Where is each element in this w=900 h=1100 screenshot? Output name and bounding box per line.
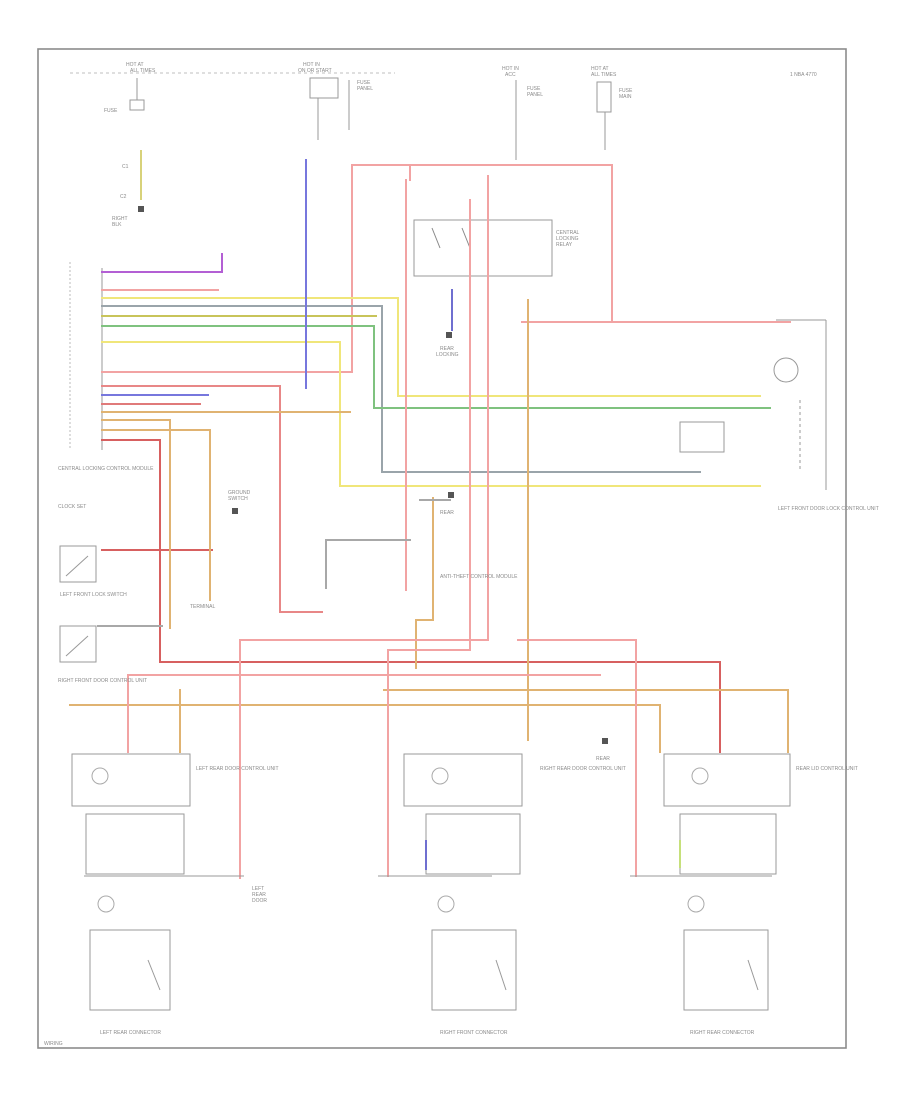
svg-text:RIGHT: RIGHT [112, 216, 128, 222]
svg-text:RELAY: RELAY [556, 242, 573, 248]
svg-text:REAR: REAR [596, 756, 610, 762]
svg-text:PANEL: PANEL [357, 86, 373, 92]
svg-text:HOT AT: HOT AT [126, 62, 144, 68]
svg-text:FUSE: FUSE [357, 80, 371, 86]
svg-text:FUSE: FUSE [619, 88, 633, 94]
svg-text:CLOCK SET: CLOCK SET [58, 504, 86, 510]
wire-harness [69, 159, 791, 879]
bottom-label-left: LEFT REAR CONNECTOR [100, 1030, 161, 1036]
ground-symbol [138, 206, 144, 212]
svg-text:REAR: REAR [440, 346, 454, 352]
svg-text:CENTRAL: CENTRAL [556, 230, 580, 236]
svg-text:LEFT FRONT DOOR LOCK CONTROL U: LEFT FRONT DOOR LOCK CONTROL UNIT [778, 506, 879, 512]
svg-text:DOOR: DOOR [252, 898, 267, 904]
anti-theft-switch: REAR ANTI-THEFT CONTROL MODULE GROUNDSWI… [190, 490, 518, 610]
svg-text:ANTI-THEFT CONTROL MODULE: ANTI-THEFT CONTROL MODULE [440, 574, 518, 580]
svg-text:BLK: BLK [112, 222, 122, 228]
svg-text:ACC: ACC [505, 72, 516, 78]
svg-text:SWITCH: SWITCH [228, 496, 248, 502]
door-module-right: REAR LID CONTROL UNIT [630, 753, 858, 1011]
left-front-door-lock: LEFT FRONT DOOR LOCK CONTROL UNIT [679, 319, 879, 512]
svg-text:REAR: REAR [440, 510, 454, 516]
svg-text:HOT IN: HOT IN [502, 66, 519, 72]
svg-text:HOT AT: HOT AT [591, 66, 609, 72]
svg-text:TERMINAL: TERMINAL [190, 604, 216, 610]
svg-text:REAR LID CONTROL UNIT: REAR LID CONTROL UNIT [796, 766, 858, 772]
svg-text:C2: C2 [120, 194, 127, 200]
svg-text:ALL TIMES: ALL TIMES [130, 68, 156, 74]
left-front-lock-switch: LEFT FRONT LOCK SWITCH RIGHT FRONT DOOR … [58, 545, 147, 684]
svg-text:GROUND: GROUND [228, 490, 251, 496]
bottom-label-center: RIGHT FRONT CONNECTOR [440, 1030, 508, 1036]
corner-code: 1 NBA 4770 [790, 72, 817, 78]
bottom-label-right: RIGHT REAR CONNECTOR [690, 1030, 755, 1036]
svg-text:LEFT REAR DOOR CONTROL UNIT: LEFT REAR DOOR CONTROL UNIT [196, 766, 279, 772]
svg-text:FUSE: FUSE [104, 108, 118, 114]
svg-text:ON OR START: ON OR START [298, 68, 332, 74]
svg-text:REAR: REAR [252, 892, 266, 898]
svg-text:HOT IN: HOT IN [303, 62, 320, 68]
footer-mark: WIRING [44, 1041, 63, 1047]
svg-text:ALL TIMES: ALL TIMES [591, 72, 617, 78]
door-module-center: RIGHT REAR DOOR CONTROL UNIT REAR [378, 738, 626, 1011]
svg-text:C1: C1 [122, 164, 129, 170]
svg-text:PANEL: PANEL [527, 92, 543, 98]
svg-text:RIGHT FRONT DOOR CONTROL UNIT: RIGHT FRONT DOOR CONTROL UNIT [58, 678, 147, 684]
svg-text:LEFT FRONT LOCK SWITCH: LEFT FRONT LOCK SWITCH [60, 592, 127, 598]
svg-text:LOCKING: LOCKING [436, 352, 459, 358]
svg-text:LOCKING: LOCKING [556, 236, 579, 242]
svg-text:FUSE: FUSE [527, 86, 541, 92]
svg-text:RIGHT REAR DOOR CONTROL UNIT: RIGHT REAR DOOR CONTROL UNIT [540, 766, 626, 772]
svg-text:CENTRAL LOCKING CONTROL MODULE: CENTRAL LOCKING CONTROL MODULE [58, 466, 154, 472]
svg-text:MAIN: MAIN [619, 94, 632, 100]
svg-text:LEFT: LEFT [252, 886, 264, 892]
diagram-frame [37, 48, 847, 1049]
